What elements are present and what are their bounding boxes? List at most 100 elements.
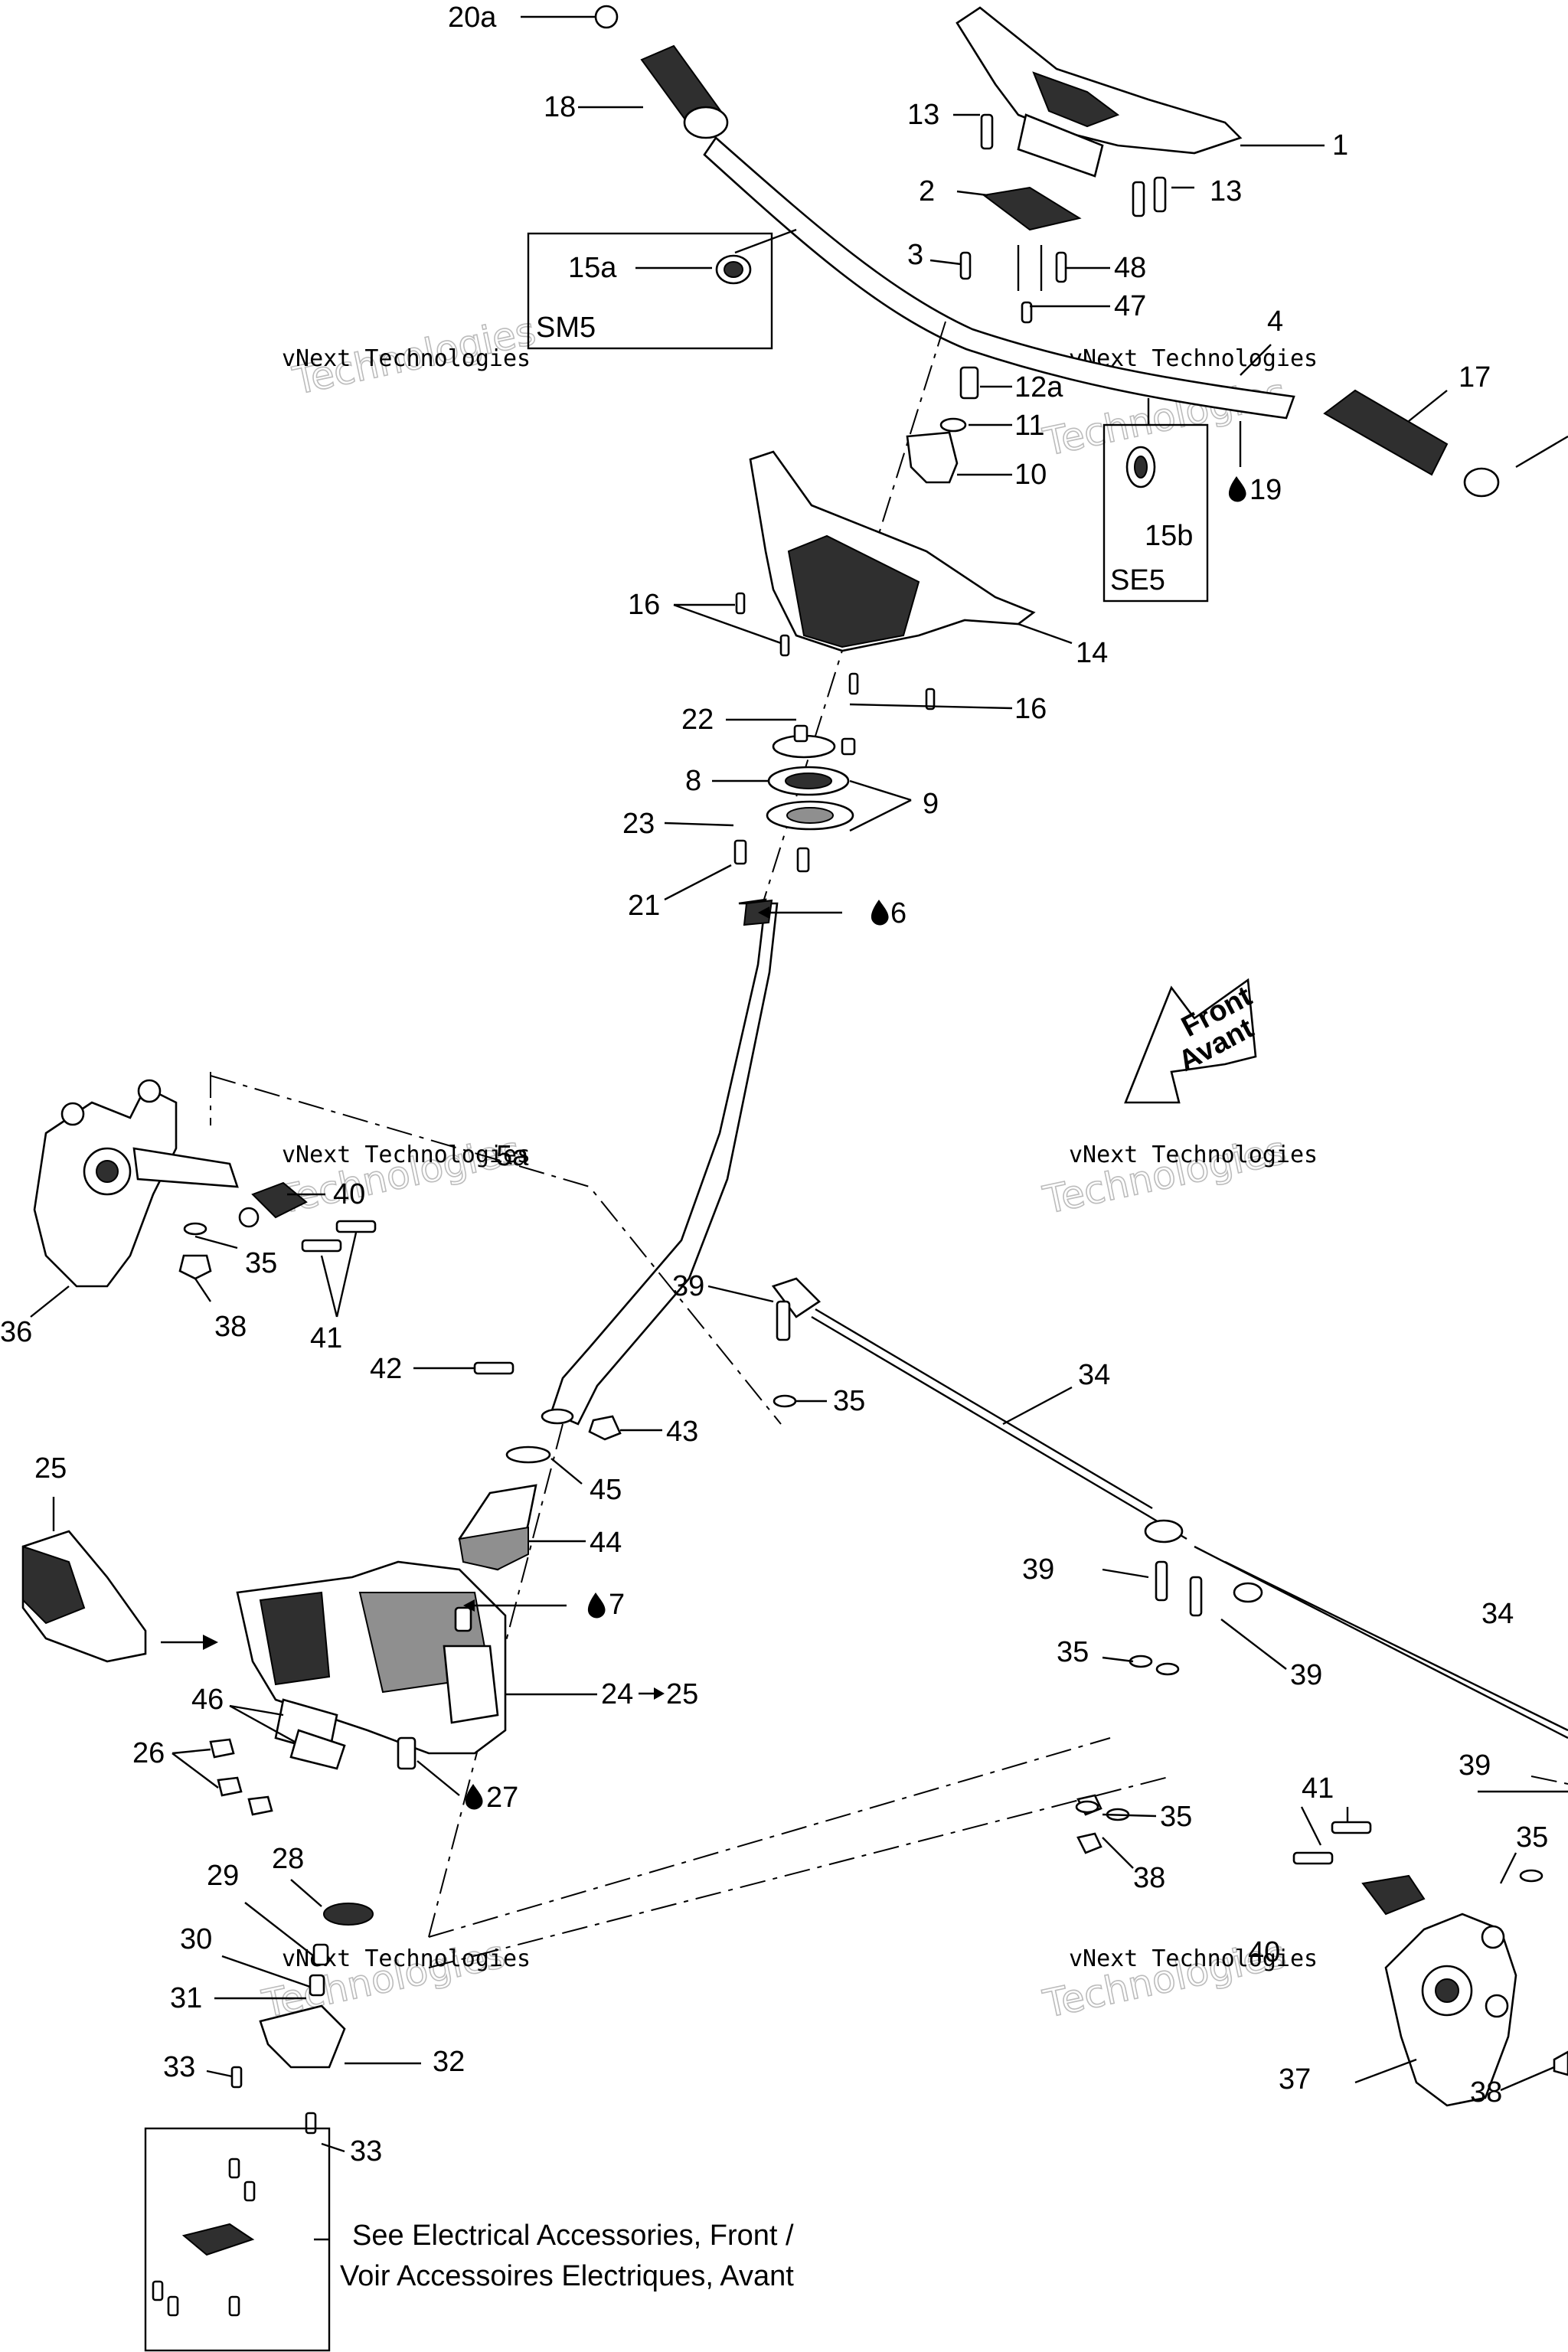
callout-13-b: 13 bbox=[1210, 175, 1242, 207]
callout-labels: 20a 18 1 13 2 13 3 48 47 15a SM5 4 12a 1… bbox=[0, 2, 1548, 2167]
callout-34-b: 34 bbox=[1481, 1598, 1514, 1630]
callout-35-e: 35 bbox=[1516, 1821, 1548, 1854]
callout-22: 22 bbox=[681, 704, 714, 736]
callout-2: 2 bbox=[919, 175, 935, 207]
right-knuckle bbox=[1384, 1913, 1517, 2107]
callout-14: 14 bbox=[1076, 637, 1108, 669]
sm5-label: SM5 bbox=[536, 312, 596, 344]
callout-25-b: 25 bbox=[666, 1678, 698, 1710]
callout-33: 33 bbox=[163, 2051, 195, 2083]
callout-35-d: 35 bbox=[1160, 1801, 1192, 1833]
callout-21: 21 bbox=[628, 890, 660, 922]
callout-46: 46 bbox=[191, 1684, 224, 1716]
callout-38: 38 bbox=[214, 1311, 247, 1343]
se5-label: SE5 bbox=[1110, 564, 1165, 596]
callout-42: 42 bbox=[370, 1353, 402, 1385]
callout-18: 18 bbox=[544, 91, 576, 123]
handlebar-clamp bbox=[959, 113, 1167, 324]
pitman-arm bbox=[230, 1903, 374, 2135]
svg-text:vNext Technologies: vNext Technologies bbox=[1069, 1945, 1318, 1972]
callout-33-b: 33 bbox=[350, 2135, 382, 2167]
se5-box bbox=[1102, 398, 1242, 603]
module-cover bbox=[21, 1530, 218, 1663]
callout-29: 29 bbox=[207, 1860, 239, 1892]
callout-10: 10 bbox=[1014, 459, 1047, 491]
callout-5a: 5a bbox=[496, 1140, 529, 1172]
steering-cover bbox=[735, 450, 1036, 710]
callout-15a: 15a bbox=[568, 252, 617, 284]
note-line-1: See Electrical Accessories, Front / bbox=[352, 2220, 794, 2252]
callout-16-b: 16 bbox=[1014, 693, 1047, 725]
power-steering-unit bbox=[236, 1560, 507, 1770]
callout-16: 16 bbox=[628, 589, 660, 621]
callout-20a: 20a bbox=[448, 2, 497, 34]
callout-9: 9 bbox=[923, 788, 939, 820]
oil-drop-icon bbox=[465, 1784, 483, 1810]
callout-37: 37 bbox=[1279, 2063, 1311, 2096]
callout-6: 6 bbox=[890, 897, 906, 929]
callout-38-b: 38 bbox=[1133, 1862, 1165, 1894]
callout-32: 32 bbox=[433, 2046, 465, 2078]
callout-31: 31 bbox=[170, 1982, 202, 2014]
callout-19: 19 bbox=[1250, 474, 1282, 506]
tie-rod bbox=[771, 1277, 1568, 1740]
bearing-stack bbox=[733, 724, 856, 873]
sm5-box bbox=[527, 228, 797, 350]
mounting-bracket bbox=[209, 1698, 346, 1816]
callout-40: 40 bbox=[333, 1178, 365, 1210]
left-tie-rod-end bbox=[178, 1181, 377, 1280]
steering-column bbox=[541, 898, 779, 1426]
callout-28: 28 bbox=[272, 1843, 304, 1875]
front-direction-arrow: Front Avant bbox=[1124, 978, 1259, 1104]
callout-39-d: 39 bbox=[1459, 1749, 1491, 1782]
arrow-right-icon bbox=[639, 1687, 665, 1700]
note-line-2: Voir Accessoires Electriques, Avant bbox=[340, 2260, 794, 2292]
callout-35-c: 35 bbox=[1057, 1636, 1089, 1668]
callout-39-c: 39 bbox=[1290, 1659, 1322, 1691]
callout-48: 48 bbox=[1114, 252, 1146, 284]
svg-text:vNext Technologies: vNext Technologies bbox=[282, 345, 531, 372]
callout-12a: 12a bbox=[1014, 371, 1063, 403]
callout-38-c: 38 bbox=[1470, 2076, 1502, 2109]
callout-17: 17 bbox=[1459, 361, 1491, 394]
left-knuckle bbox=[33, 1079, 239, 1288]
svg-text:vNext Technologies: vNext Technologies bbox=[1069, 1142, 1318, 1168]
electrical-accessories-inset bbox=[144, 2127, 331, 2352]
callout-39: 39 bbox=[672, 1270, 704, 1302]
callout-24: 24 bbox=[601, 1678, 633, 1710]
oil-drop-icon bbox=[871, 900, 889, 926]
reference-note: See Electrical Accessories, Front / Voir… bbox=[340, 2220, 794, 2292]
callout-7: 7 bbox=[609, 1589, 625, 1621]
callout-15b: 15b bbox=[1145, 520, 1193, 552]
callout-36: 36 bbox=[0, 1316, 32, 1348]
callout-8: 8 bbox=[685, 765, 701, 797]
callout-44: 44 bbox=[590, 1527, 622, 1559]
callout-35: 35 bbox=[245, 1247, 277, 1279]
column-coupling bbox=[458, 1361, 622, 1571]
callout-11: 11 bbox=[1014, 410, 1044, 442]
callout-47: 47 bbox=[1114, 290, 1146, 322]
callout-4: 4 bbox=[1267, 305, 1283, 338]
callout-1: 1 bbox=[1332, 129, 1348, 162]
callout-23: 23 bbox=[622, 808, 655, 840]
svg-text:vNext Technologies: vNext Technologies bbox=[282, 1142, 531, 1168]
callout-26: 26 bbox=[132, 1737, 165, 1769]
callout-41-b: 41 bbox=[1302, 1772, 1334, 1805]
callout-45: 45 bbox=[590, 1474, 622, 1506]
oil-drop-icon bbox=[587, 1592, 606, 1619]
oil-drop-icon bbox=[1228, 476, 1246, 502]
callout-3: 3 bbox=[907, 239, 923, 271]
handlebar-cover bbox=[956, 6, 1243, 178]
callout-25: 25 bbox=[34, 1452, 67, 1485]
handlebar bbox=[594, 5, 1500, 498]
callout-40-b: 40 bbox=[1248, 1936, 1280, 1968]
callout-35-b: 35 bbox=[833, 1385, 865, 1417]
leader-lines bbox=[30, 15, 1568, 2153]
callout-39-b: 39 bbox=[1022, 1553, 1054, 1586]
callout-13: 13 bbox=[907, 99, 939, 131]
callout-34: 34 bbox=[1078, 1359, 1110, 1391]
callout-43: 43 bbox=[666, 1416, 698, 1448]
callout-41: 41 bbox=[310, 1322, 342, 1354]
callout-30: 30 bbox=[180, 1923, 212, 1955]
